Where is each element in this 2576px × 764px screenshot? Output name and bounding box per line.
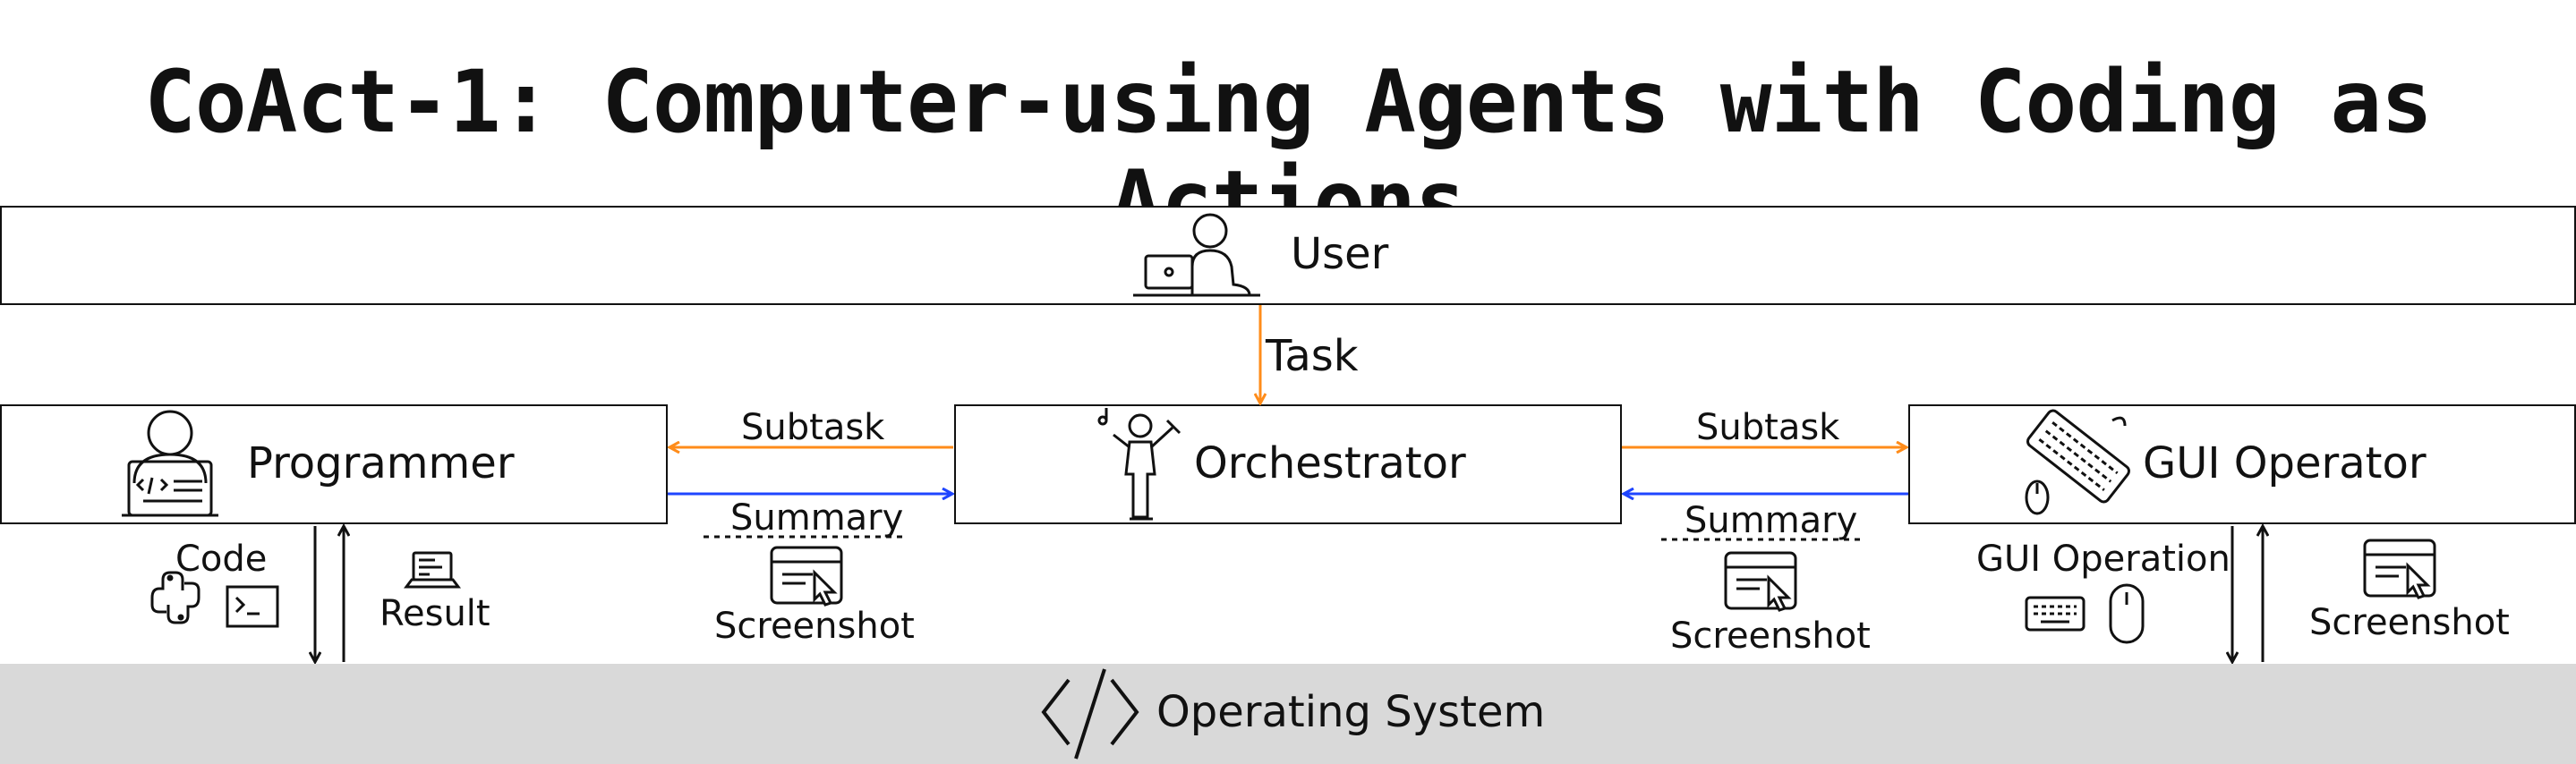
screenshot-icon [2363,539,2436,599]
summary-right-label: Summary [1685,500,1858,541]
gui-operator-box [1908,404,2576,524]
laptop-icon [404,551,461,589]
summary-left-label: Summary [730,497,904,539]
page-title: CoAct-1: Computer-using Agents with Codi… [144,52,2433,252]
programmer-icon [122,410,218,517]
orchestrator-box [954,404,1622,524]
result-label: Result [380,593,490,634]
code-brackets-icon [1041,668,1139,760]
user-label: User [1291,229,1389,279]
terminal-icon [226,585,279,628]
screenshot-left-label: Screenshot [714,606,915,647]
task-label: Task [1266,331,1359,381]
gui-operation-label: GUI Operation [1976,539,2231,580]
user-laptop-icon [1133,213,1260,297]
mouse-icon [2109,583,2145,644]
subtask-left-label: Subtask [741,407,885,448]
screenshot-right-label: Screenshot [1670,615,1871,657]
user-box [0,206,2576,305]
keyboard-icon [2025,596,2086,632]
screenshot-icon [1724,551,1797,612]
operating-system-label: Operating System [1156,687,1546,737]
programmer-box [0,404,668,524]
orchestrator-label: Orchestrator [1194,438,1466,488]
screenshot-gui-label: Screenshot [2309,602,2510,643]
keyboard-mouse-icon [2025,409,2130,515]
screenshot-icon [770,546,843,607]
subtask-right-label: Subtask [1696,407,1840,448]
python-icon [150,571,200,624]
code-label: Code [175,539,268,580]
programmer-label: Programmer [247,438,515,488]
operating-system-band [0,664,2576,764]
gui-operator-label: GUI Operator [2143,438,2427,488]
conductor-icon [1097,408,1181,521]
